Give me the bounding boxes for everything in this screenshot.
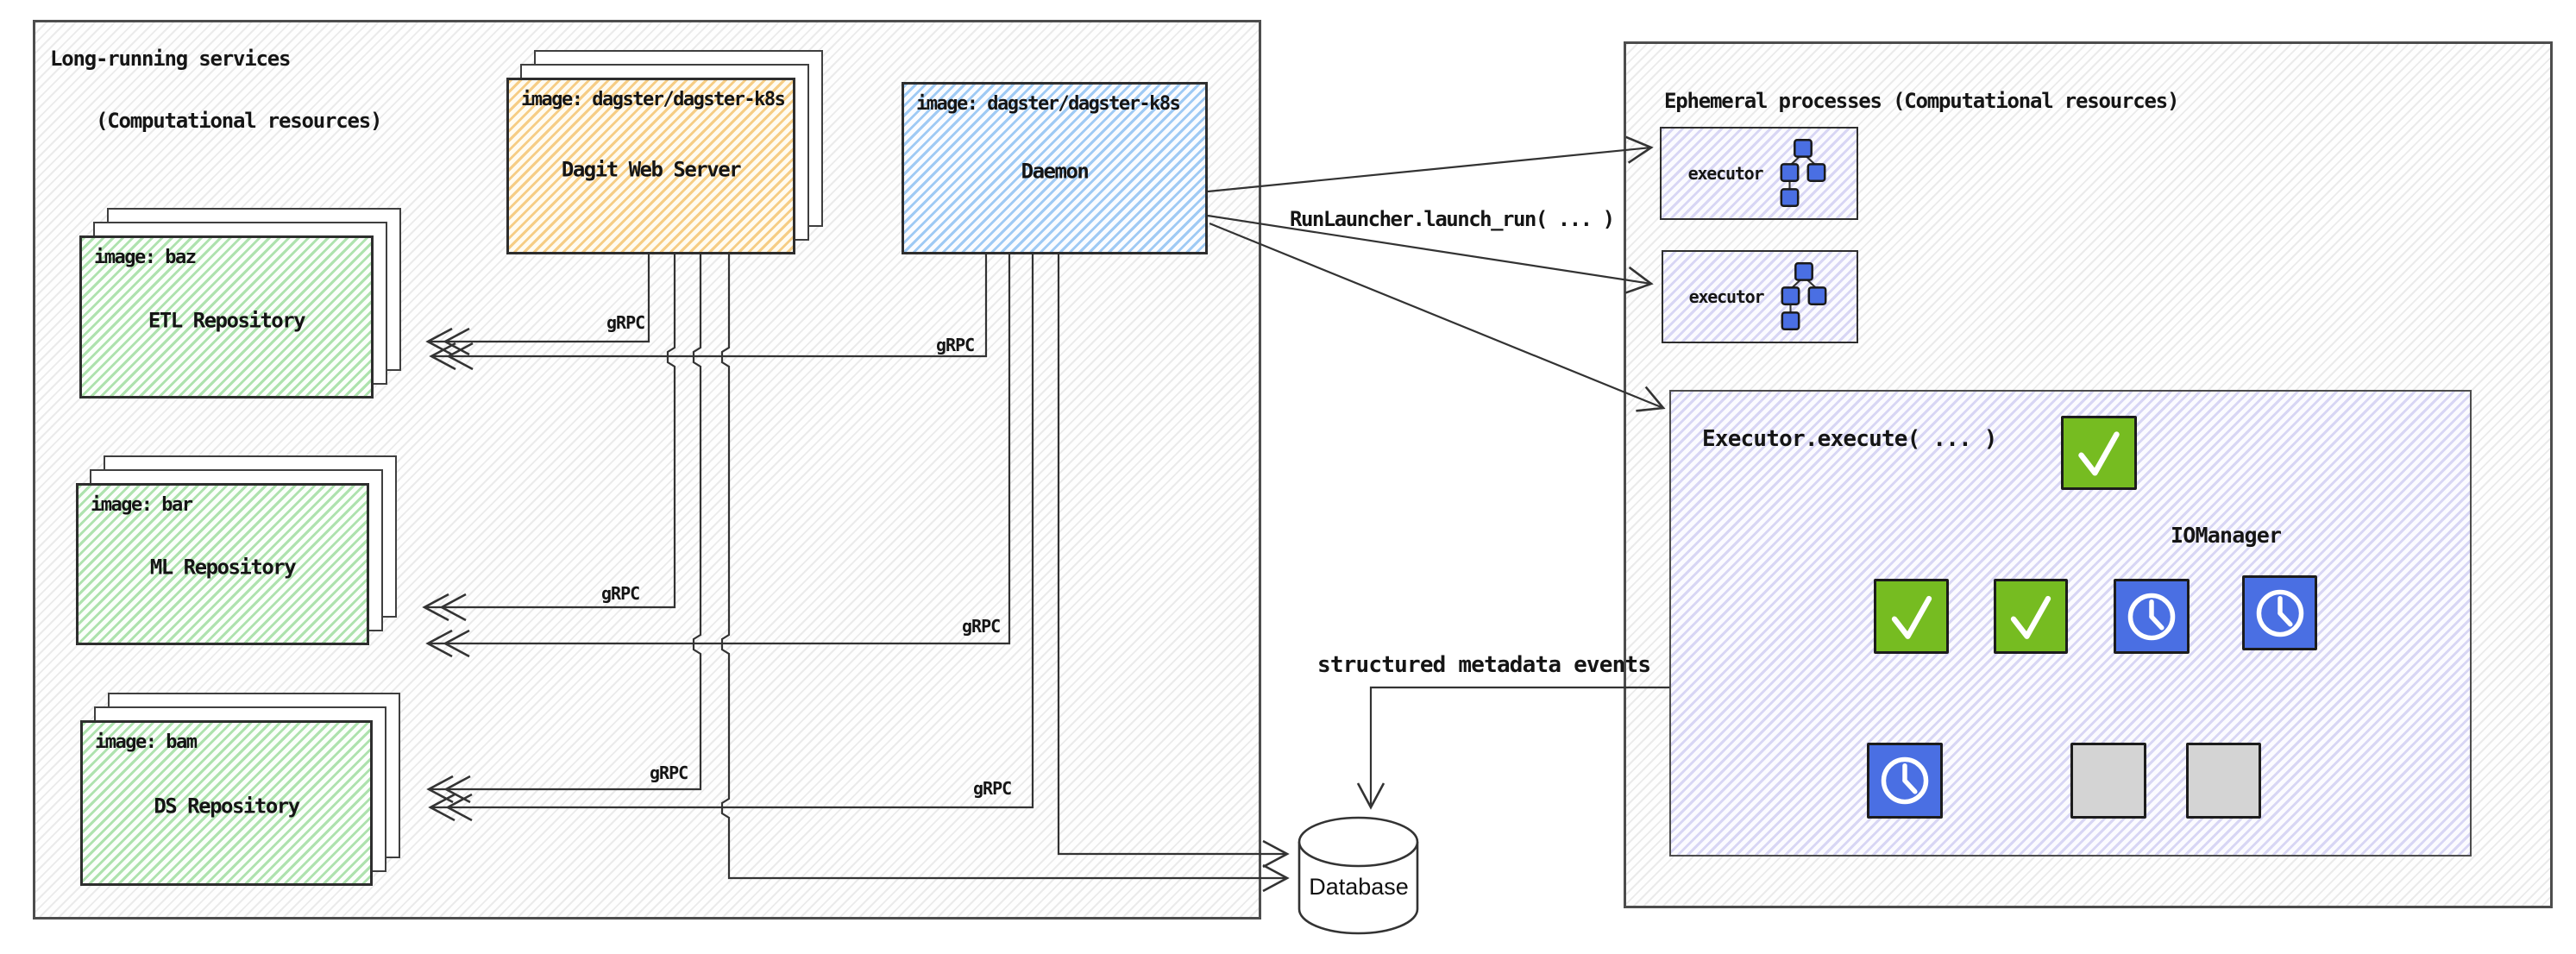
grpc-label-daemon-ml: gRPC xyxy=(962,616,1001,637)
executor-box-2: executor xyxy=(1662,250,1858,343)
ds-image-label: image: bam xyxy=(95,731,198,753)
executor-1-label: executor xyxy=(1687,163,1764,184)
etl-repository-box: image: baz ETL Repository xyxy=(79,235,374,399)
executor-box-1: executor xyxy=(1660,127,1858,220)
check-icon xyxy=(2010,595,2051,639)
right-panel-title: Ephemeral processes (Computational resou… xyxy=(1664,89,2179,113)
dagit-image-label: image: dagster/dagster-k8s xyxy=(521,89,786,110)
daemon-image-label: image: dagster/dagster-k8s xyxy=(916,93,1181,115)
step-queued xyxy=(2186,743,2261,819)
arrow-daemon-to-execute-box xyxy=(1209,222,1666,412)
dag-icon xyxy=(1781,261,1827,331)
left-panel-title: Long-running services (Computational res… xyxy=(50,43,382,136)
dag-icon xyxy=(1780,138,1826,208)
structured-metadata-label: structured metadata events xyxy=(1317,652,1651,678)
grpc-label-dagit-etl: gRPC xyxy=(606,312,645,333)
check-icon xyxy=(2078,431,2120,476)
database-cylinder: Database xyxy=(1297,816,1419,935)
step-success xyxy=(1874,579,1949,654)
ds-name: DS Repository xyxy=(154,794,300,819)
clock-icon xyxy=(2127,593,2176,640)
step-success xyxy=(1994,579,2068,654)
executor-execute-label: Executor.execute( ... ) xyxy=(1702,426,1997,452)
step-root-success xyxy=(2061,416,2137,490)
iomanager-label: IOManager xyxy=(2171,523,2282,548)
ml-image-label: image: bar xyxy=(91,494,193,516)
left-panel-title-line1: Long-running services xyxy=(50,47,291,71)
executor-2-label: executor xyxy=(1688,286,1765,307)
ds-repository-box: image: bam DS Repository xyxy=(80,720,373,886)
ml-name: ML Repository xyxy=(149,555,297,580)
arrow-daemon-to-executor-1 xyxy=(1207,135,1654,193)
etl-name: ETL Repository xyxy=(148,307,306,332)
step-running xyxy=(1867,743,1943,819)
grpc-label-dagit-ds: gRPC xyxy=(650,763,688,783)
left-panel-title-line2: (Computational resources) xyxy=(96,109,382,133)
step-running xyxy=(2242,575,2317,650)
clock-icon xyxy=(2256,589,2303,637)
clock-icon xyxy=(1881,756,1929,805)
daemon-box: image: dagster/dagster-k8s Daemon xyxy=(902,82,1208,254)
database-label: Database xyxy=(1309,874,1409,900)
etl-image-label: image: baz xyxy=(94,247,197,268)
step-queued xyxy=(2070,743,2146,819)
step-running xyxy=(2114,579,2190,654)
check-icon xyxy=(1891,595,1932,639)
dagit-name: Dagit Web Server xyxy=(561,156,742,181)
daemon-name: Daemon xyxy=(1021,159,1090,184)
grpc-label-daemon-etl: gRPC xyxy=(936,335,975,355)
ml-repository-box: image: bar ML Repository xyxy=(76,483,369,645)
grpc-label-daemon-ds: gRPC xyxy=(973,778,1012,799)
dagit-web-server-box: image: dagster/dagster-k8s Dagit Web Ser… xyxy=(506,78,795,254)
run-launcher-label: RunLauncher.launch_run( ... ) xyxy=(1290,207,1615,231)
grpc-label-dagit-ml: gRPC xyxy=(601,583,640,604)
